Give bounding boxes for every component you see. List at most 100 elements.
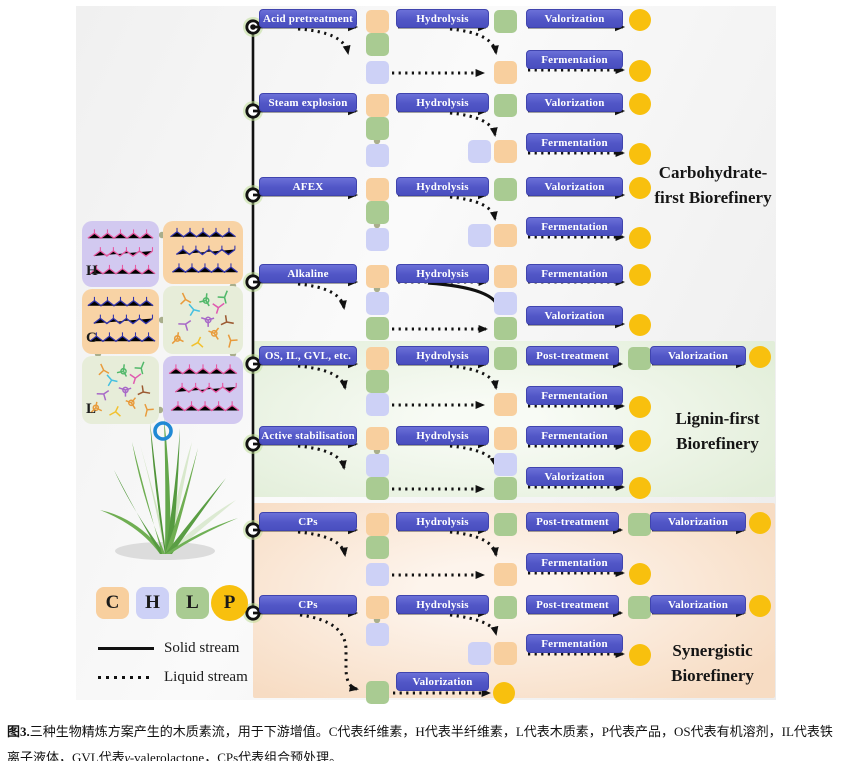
- legend-component-p: P: [211, 585, 248, 621]
- stream-square-c: [366, 94, 389, 117]
- process-button-hydrolysis: Hydrolysis: [396, 512, 489, 531]
- liquid-stream-curve: [449, 613, 499, 636]
- process-button-fermentation: Fermentation: [526, 50, 623, 69]
- product-circle: [629, 93, 651, 115]
- stream-square-l: [494, 477, 517, 500]
- product-circle: [629, 143, 651, 165]
- stream-square-h: [468, 224, 491, 247]
- process-button-fermentation: Fermentation: [526, 553, 623, 572]
- process-button-hydrolysis: Hydrolysis: [396, 264, 489, 283]
- process-button-fermentation: Fermentation: [526, 264, 623, 283]
- stream-square-h: [366, 393, 389, 416]
- stream-square-l: [494, 178, 517, 201]
- stream-square-l: [494, 347, 517, 370]
- liquid-stream-curve: [449, 444, 498, 467]
- process-button-post-treatment: Post-treatment: [526, 512, 619, 531]
- stream-square-l: [366, 681, 389, 704]
- process-button-valorization: Valorization: [526, 177, 623, 196]
- stream-square-l: [628, 513, 651, 536]
- stream-square-l: [366, 477, 389, 500]
- stream-square-c: [366, 178, 389, 201]
- liquid-stream-curve: [449, 27, 499, 55]
- caption-gamma: γ: [124, 750, 130, 761]
- legend-component-c: C: [96, 587, 129, 619]
- process-button-valorization: Valorization: [396, 672, 489, 691]
- pretreatment-button-alkaline: Alkaline: [259, 264, 357, 283]
- process-button-valorization: Valorization: [650, 595, 746, 614]
- stream-square-h: [366, 292, 389, 315]
- molecule-art: [87, 296, 156, 343]
- stream-square-h: [366, 61, 389, 84]
- molecule-box-cellulose: [82, 289, 159, 354]
- product-circle: [629, 314, 651, 336]
- process-button-valorization: Valorization: [526, 9, 623, 28]
- molecule-art: [168, 364, 240, 412]
- product-circle: [629, 563, 651, 585]
- product-circle: [749, 346, 771, 368]
- stream-square-l: [494, 94, 517, 117]
- stream-square-c: [366, 10, 389, 33]
- product-circle: [629, 430, 651, 452]
- section-label-line: Biorefinery: [676, 434, 759, 453]
- stream-square-c: [494, 265, 517, 288]
- liquid-stream-curve: [449, 364, 499, 390]
- legend-solid-stream: Solid stream: [98, 639, 239, 657]
- stream-square-c: [494, 563, 517, 586]
- process-button-valorization: Valorization: [650, 512, 746, 531]
- liquid-stream-curve: [449, 195, 498, 221]
- caption-body: -valerolactone，CPs代表组合预处理。: [129, 750, 343, 761]
- product-circle: [629, 477, 651, 499]
- stream-square-h: [366, 623, 389, 646]
- stream-square-c: [366, 513, 389, 536]
- liquid-stream-curve: [297, 444, 347, 470]
- product-circle: [629, 9, 651, 31]
- stream-square-l: [494, 513, 517, 536]
- legend-liquid-stream: Liquid stream: [98, 668, 248, 686]
- caption-body: 三种生物精炼方案产生的木质素流，用于下游增值。C代表纤维素，H代表半纤维素，L代…: [7, 724, 833, 761]
- section-label-line: Biorefinery: [671, 666, 754, 685]
- process-button-valorization: Valorization: [526, 93, 623, 112]
- stream-square-l: [366, 201, 389, 224]
- liquid-stream-curve: [297, 530, 348, 557]
- product-circle: [629, 227, 651, 249]
- stream-square-h: [468, 140, 491, 163]
- product-circle: [749, 595, 771, 617]
- molecule-box-hemicellulose: [82, 221, 159, 287]
- liquid-stream-curve: [297, 364, 348, 390]
- stream-square-h: [468, 642, 491, 665]
- pretreatment-button-active-stabilisation: Active stabilisation: [259, 426, 357, 445]
- molecule-box-lignin: [163, 286, 243, 354]
- process-button-hydrolysis: Hydrolysis: [396, 426, 489, 445]
- molecule-art: [171, 290, 238, 348]
- section-label-line: first Biorefinery: [654, 188, 772, 207]
- legend-component-l: L: [176, 587, 209, 619]
- stream-square-c: [366, 347, 389, 370]
- product-circle: [629, 264, 651, 286]
- stream-square-l: [494, 317, 517, 340]
- stream-square-c: [494, 61, 517, 84]
- process-button-fermentation: Fermentation: [526, 133, 623, 152]
- stream-square-l: [628, 596, 651, 619]
- pretreatment-button-afex: AFEX: [259, 177, 357, 196]
- product-circle: [749, 512, 771, 534]
- solid-stream-curve: [427, 281, 504, 313]
- liquid-stream-curve: [449, 111, 498, 137]
- figure-caption: 图3.三种生物精炼方案产生的木质素流，用于下游增值。C代表纤维素，H代表半纤维素…: [7, 719, 837, 761]
- process-button-hydrolysis: Hydrolysis: [396, 177, 489, 196]
- molecule-art: [90, 361, 154, 417]
- process-button-fermentation: Fermentation: [526, 386, 623, 405]
- legend-component-h: H: [136, 587, 169, 619]
- pretreatment-button-cps: CPs: [259, 595, 357, 614]
- stream-square-h: [366, 563, 389, 586]
- section-label-lignin-first: Lignin-first Biorefinery: [635, 406, 800, 456]
- molecule-art: [87, 229, 156, 275]
- section-label-line: Synergistic: [672, 641, 753, 660]
- stream-square-c: [494, 224, 517, 247]
- product-circle: [493, 682, 515, 704]
- stream-square-l: [366, 317, 389, 340]
- process-button-valorization: Valorization: [526, 306, 623, 325]
- stem-node-ring: [153, 421, 173, 441]
- process-button-fermentation: Fermentation: [526, 634, 623, 653]
- pretreatment-button-acid-pretreatment: Acid pretreatment: [259, 9, 357, 28]
